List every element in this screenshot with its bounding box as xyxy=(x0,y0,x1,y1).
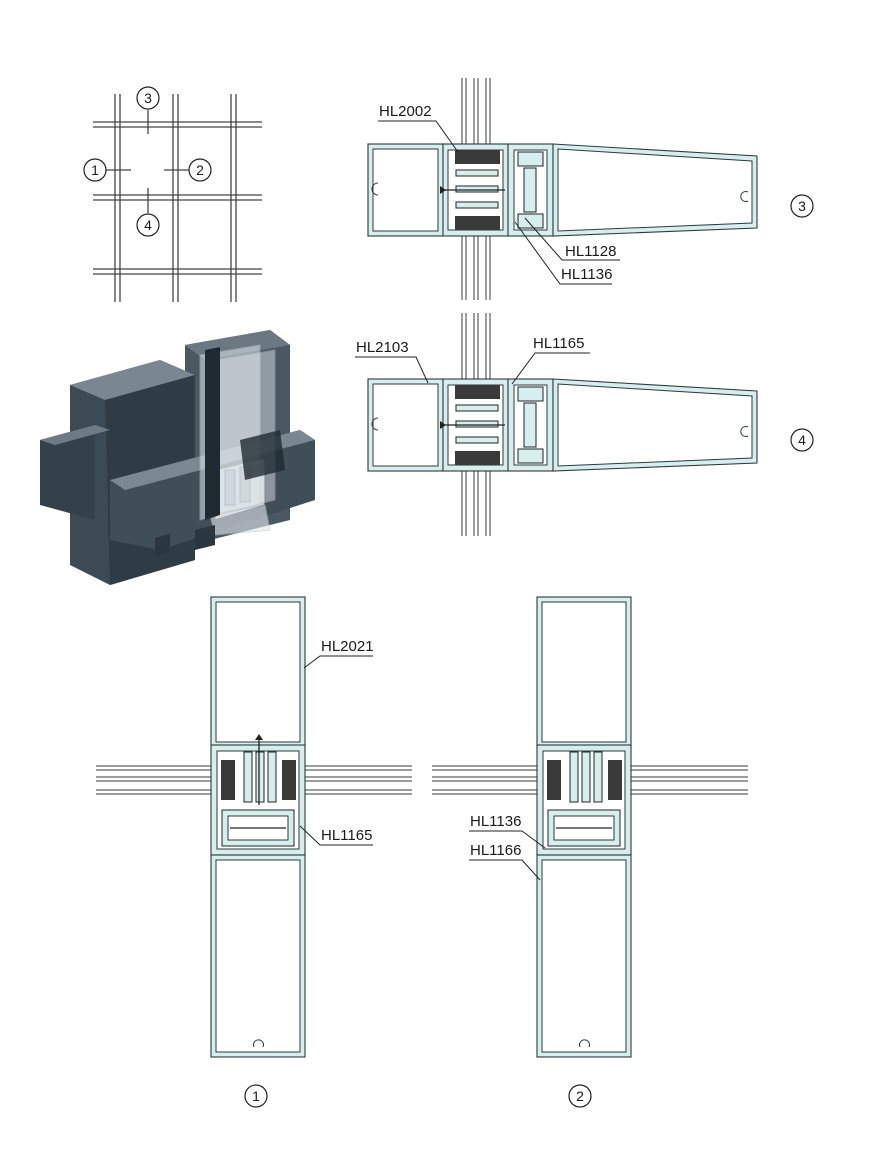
key-marker-1-label: 1 xyxy=(91,162,99,178)
key-plan: 3 1 2 4 xyxy=(83,86,262,302)
key-marker-4-label: 4 xyxy=(144,217,152,233)
callout-hl1165-bottom: HL1165 xyxy=(321,827,372,844)
callout-hl1136-bottom: HL1136 xyxy=(470,813,521,830)
section-marker-3 xyxy=(790,194,814,218)
callout-hl2021: HL2021 xyxy=(321,638,374,655)
section-marker-1 xyxy=(244,1084,268,1108)
callout-hl1166: HL1166 xyxy=(470,842,521,859)
section-3: HL2002 HL1128 HL1136 3 xyxy=(367,78,814,300)
callout-hl1136: HL1136 xyxy=(561,266,612,283)
key-marker-2 xyxy=(188,158,212,182)
callout-hl2103: HL2103 xyxy=(356,339,409,356)
key-marker-3-label: 3 xyxy=(144,90,152,106)
key-marker-3 xyxy=(136,86,160,110)
callout-hl2002: HL2002 xyxy=(379,103,432,120)
section-1: HL2021 HL1165 1 xyxy=(96,596,412,1108)
iso-render xyxy=(40,330,315,585)
section-marker-3-label: 3 xyxy=(798,198,806,214)
key-marker-4 xyxy=(136,213,160,237)
section-marker-4-label: 4 xyxy=(798,432,806,448)
section-marker-2 xyxy=(568,1084,592,1108)
section-marker-1-label: 1 xyxy=(252,1088,260,1104)
section-2: HL1136 HL1166 2 xyxy=(432,596,748,1108)
section-marker-4 xyxy=(790,428,814,452)
section-marker-2-label: 2 xyxy=(576,1088,584,1104)
key-marker-2-label: 2 xyxy=(196,162,204,178)
callout-hl1165-top: HL1165 xyxy=(533,335,584,352)
callout-hl1128: HL1128 xyxy=(565,243,616,260)
section-4: HL2103 HL1165 4 xyxy=(355,313,814,536)
key-marker-1 xyxy=(83,158,107,182)
